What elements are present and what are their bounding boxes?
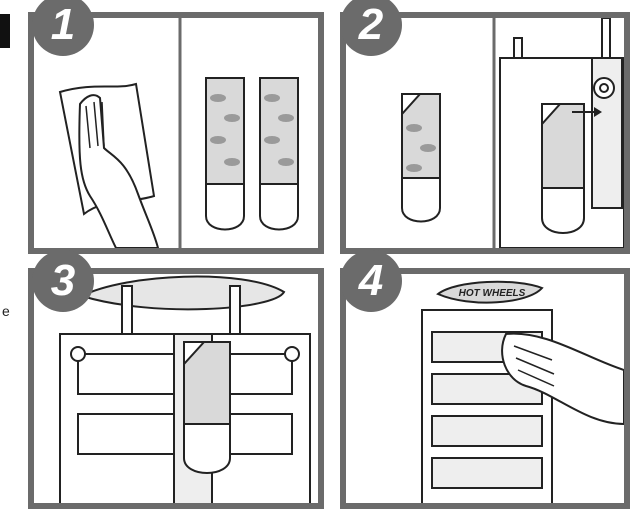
step-3-badge: 3 [32, 250, 94, 312]
press-rack-icon: HOT WHEELS [346, 274, 624, 509]
attach-strip-icon [34, 274, 318, 509]
step-4-badge: 4 [340, 250, 402, 312]
rack-logo-text: HOT WHEELS [459, 288, 526, 299]
page-edge-tab [0, 14, 10, 48]
edge-letter: e [2, 303, 10, 319]
peel-strip-icon [346, 18, 624, 248]
